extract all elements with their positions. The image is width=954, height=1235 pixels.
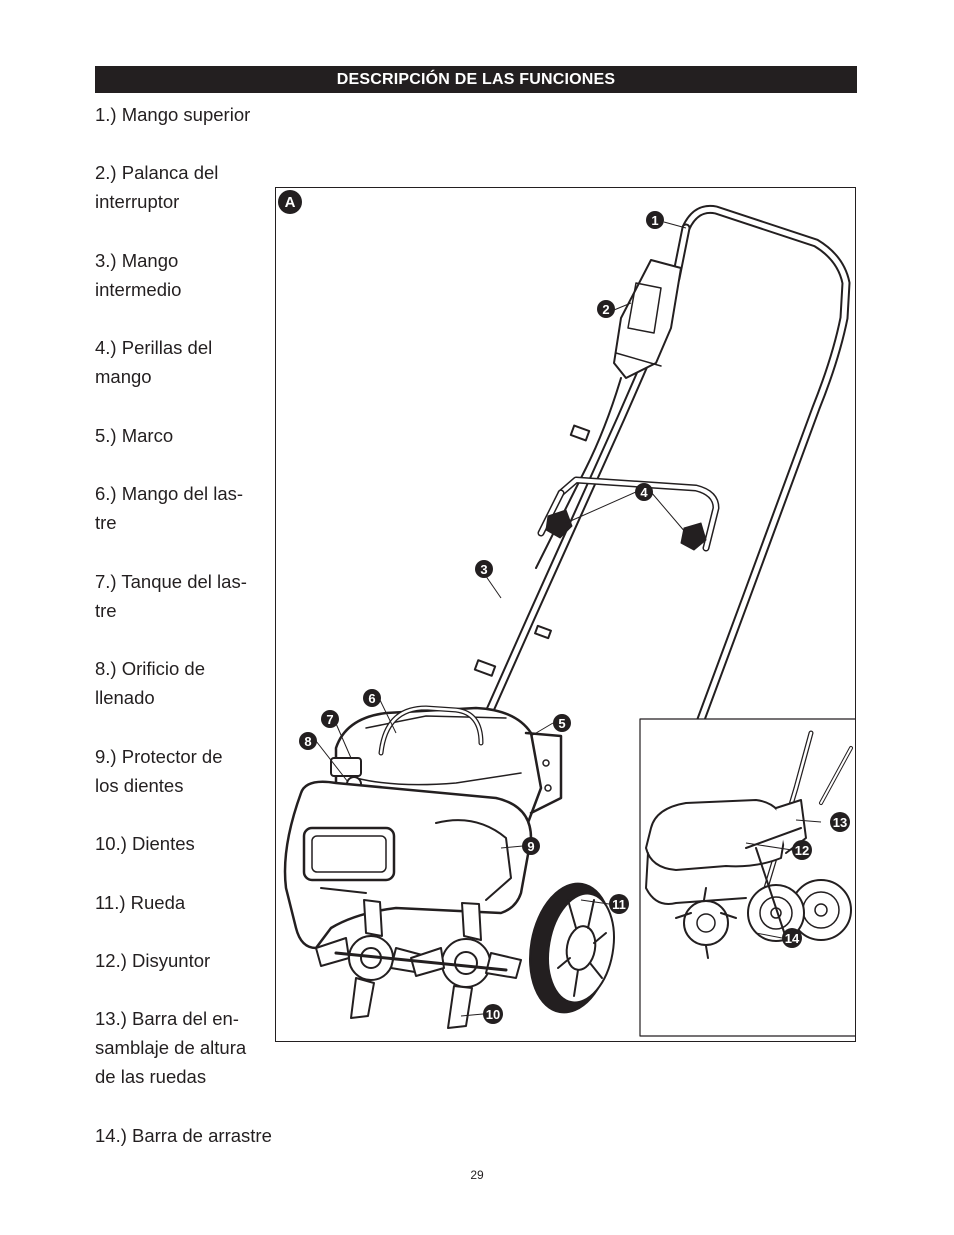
callout-7: 7	[321, 710, 339, 728]
svg-text:7: 7	[326, 712, 333, 727]
wheel-drawing	[529, 882, 615, 1014]
tiller-illustration: A	[275, 187, 856, 1042]
figure-label-badge: A	[278, 190, 302, 214]
feature-item-11: 11.) Rueda	[95, 892, 186, 913]
svg-text:2: 2	[602, 302, 609, 317]
callout-11: 11	[609, 894, 629, 914]
tiller-drawing: A	[278, 190, 855, 1037]
svg-text:4: 4	[640, 485, 648, 500]
callout-12: 12	[792, 840, 812, 860]
feature-item-10: 10.) Dientes	[95, 833, 195, 854]
svg-text:14: 14	[785, 931, 800, 946]
svg-text:3: 3	[480, 562, 487, 577]
feature-item-12: 12.) Disyuntor	[95, 950, 211, 971]
svg-text:A: A	[285, 194, 296, 211]
feature-item-14: 14.) Barra de arrastre	[95, 1125, 272, 1146]
callout-2: 2	[597, 300, 615, 318]
callout-13: 13	[830, 812, 850, 832]
svg-text:12: 12	[795, 843, 809, 858]
inset-view	[639, 718, 855, 1037]
section-title: DESCRIPCIÓN DE LAS FUNCIONES	[95, 66, 857, 93]
callout-9: 9	[522, 837, 540, 855]
callout-5: 5	[553, 714, 571, 732]
callout-8: 8	[299, 732, 317, 750]
svg-text:8: 8	[304, 734, 311, 749]
feature-item-1: 1.) Mango superior	[95, 104, 251, 125]
feature-item-6: 6.) Mango del las-tre	[95, 483, 244, 533]
svg-text:9: 9	[527, 839, 534, 854]
callout-10: 10	[483, 1004, 503, 1024]
svg-text:10: 10	[486, 1007, 500, 1022]
callout-1: 1	[646, 211, 664, 229]
svg-text:13: 13	[833, 815, 847, 830]
svg-text:5: 5	[558, 716, 565, 731]
page-number: 29	[470, 1168, 484, 1182]
svg-text:6: 6	[368, 691, 375, 706]
svg-text:1: 1	[651, 213, 658, 228]
callout-6: 6	[363, 689, 381, 707]
feature-item-7: 7.) Tanque del las-tre	[95, 571, 247, 621]
callout-14: 14	[782, 928, 802, 948]
svg-text:11: 11	[612, 897, 626, 912]
feature-item-5: 5.) Marco	[95, 425, 174, 446]
callout-4: 4	[635, 483, 653, 501]
callout-3: 3	[475, 560, 493, 578]
